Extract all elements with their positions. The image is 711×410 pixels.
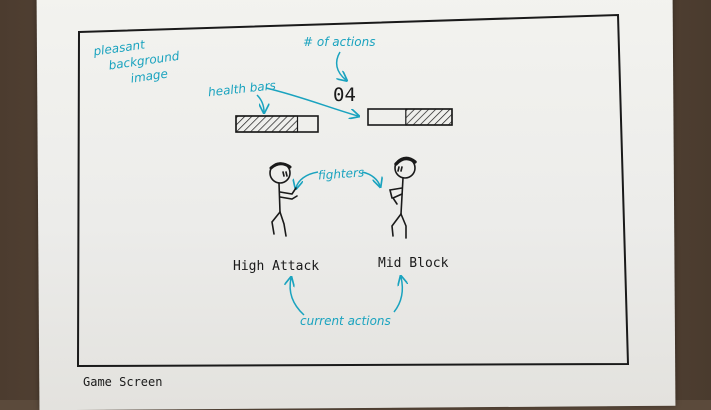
current-actions-arrow-left: [290, 278, 305, 316]
background-note: pleasant background image: [92, 32, 187, 90]
left-health-fill: [235, 115, 299, 133]
fighters-label: fighters: [317, 165, 364, 182]
screen-frame: [76, 13, 630, 368]
health-arrow-right: [265, 87, 358, 116]
actions-label: # of actions: [303, 35, 375, 49]
right-action-label: Mid Block: [378, 256, 449, 271]
right-health-bar: [367, 108, 453, 126]
left-health-bar: [235, 115, 319, 133]
health-arrow-left: [256, 94, 264, 112]
fighters-arrow-right: [361, 171, 380, 186]
actions-arrow: [335, 51, 346, 80]
current-actions-label: current actions: [300, 314, 391, 328]
current-actions-arrow-right: [393, 277, 402, 313]
game-screen-sketch: pleasant background image # of actions 0…: [76, 13, 630, 389]
fighters-arrow-left: [296, 171, 319, 188]
action-count: 04: [333, 84, 356, 106]
left-fighter: [269, 162, 298, 237]
left-action-label: High Attack: [233, 259, 319, 274]
right-health-fill: [405, 108, 453, 126]
screen-caption: Game Screen: [83, 375, 162, 389]
right-fighter: [389, 156, 417, 239]
background-note-line-3: image: [130, 67, 169, 86]
